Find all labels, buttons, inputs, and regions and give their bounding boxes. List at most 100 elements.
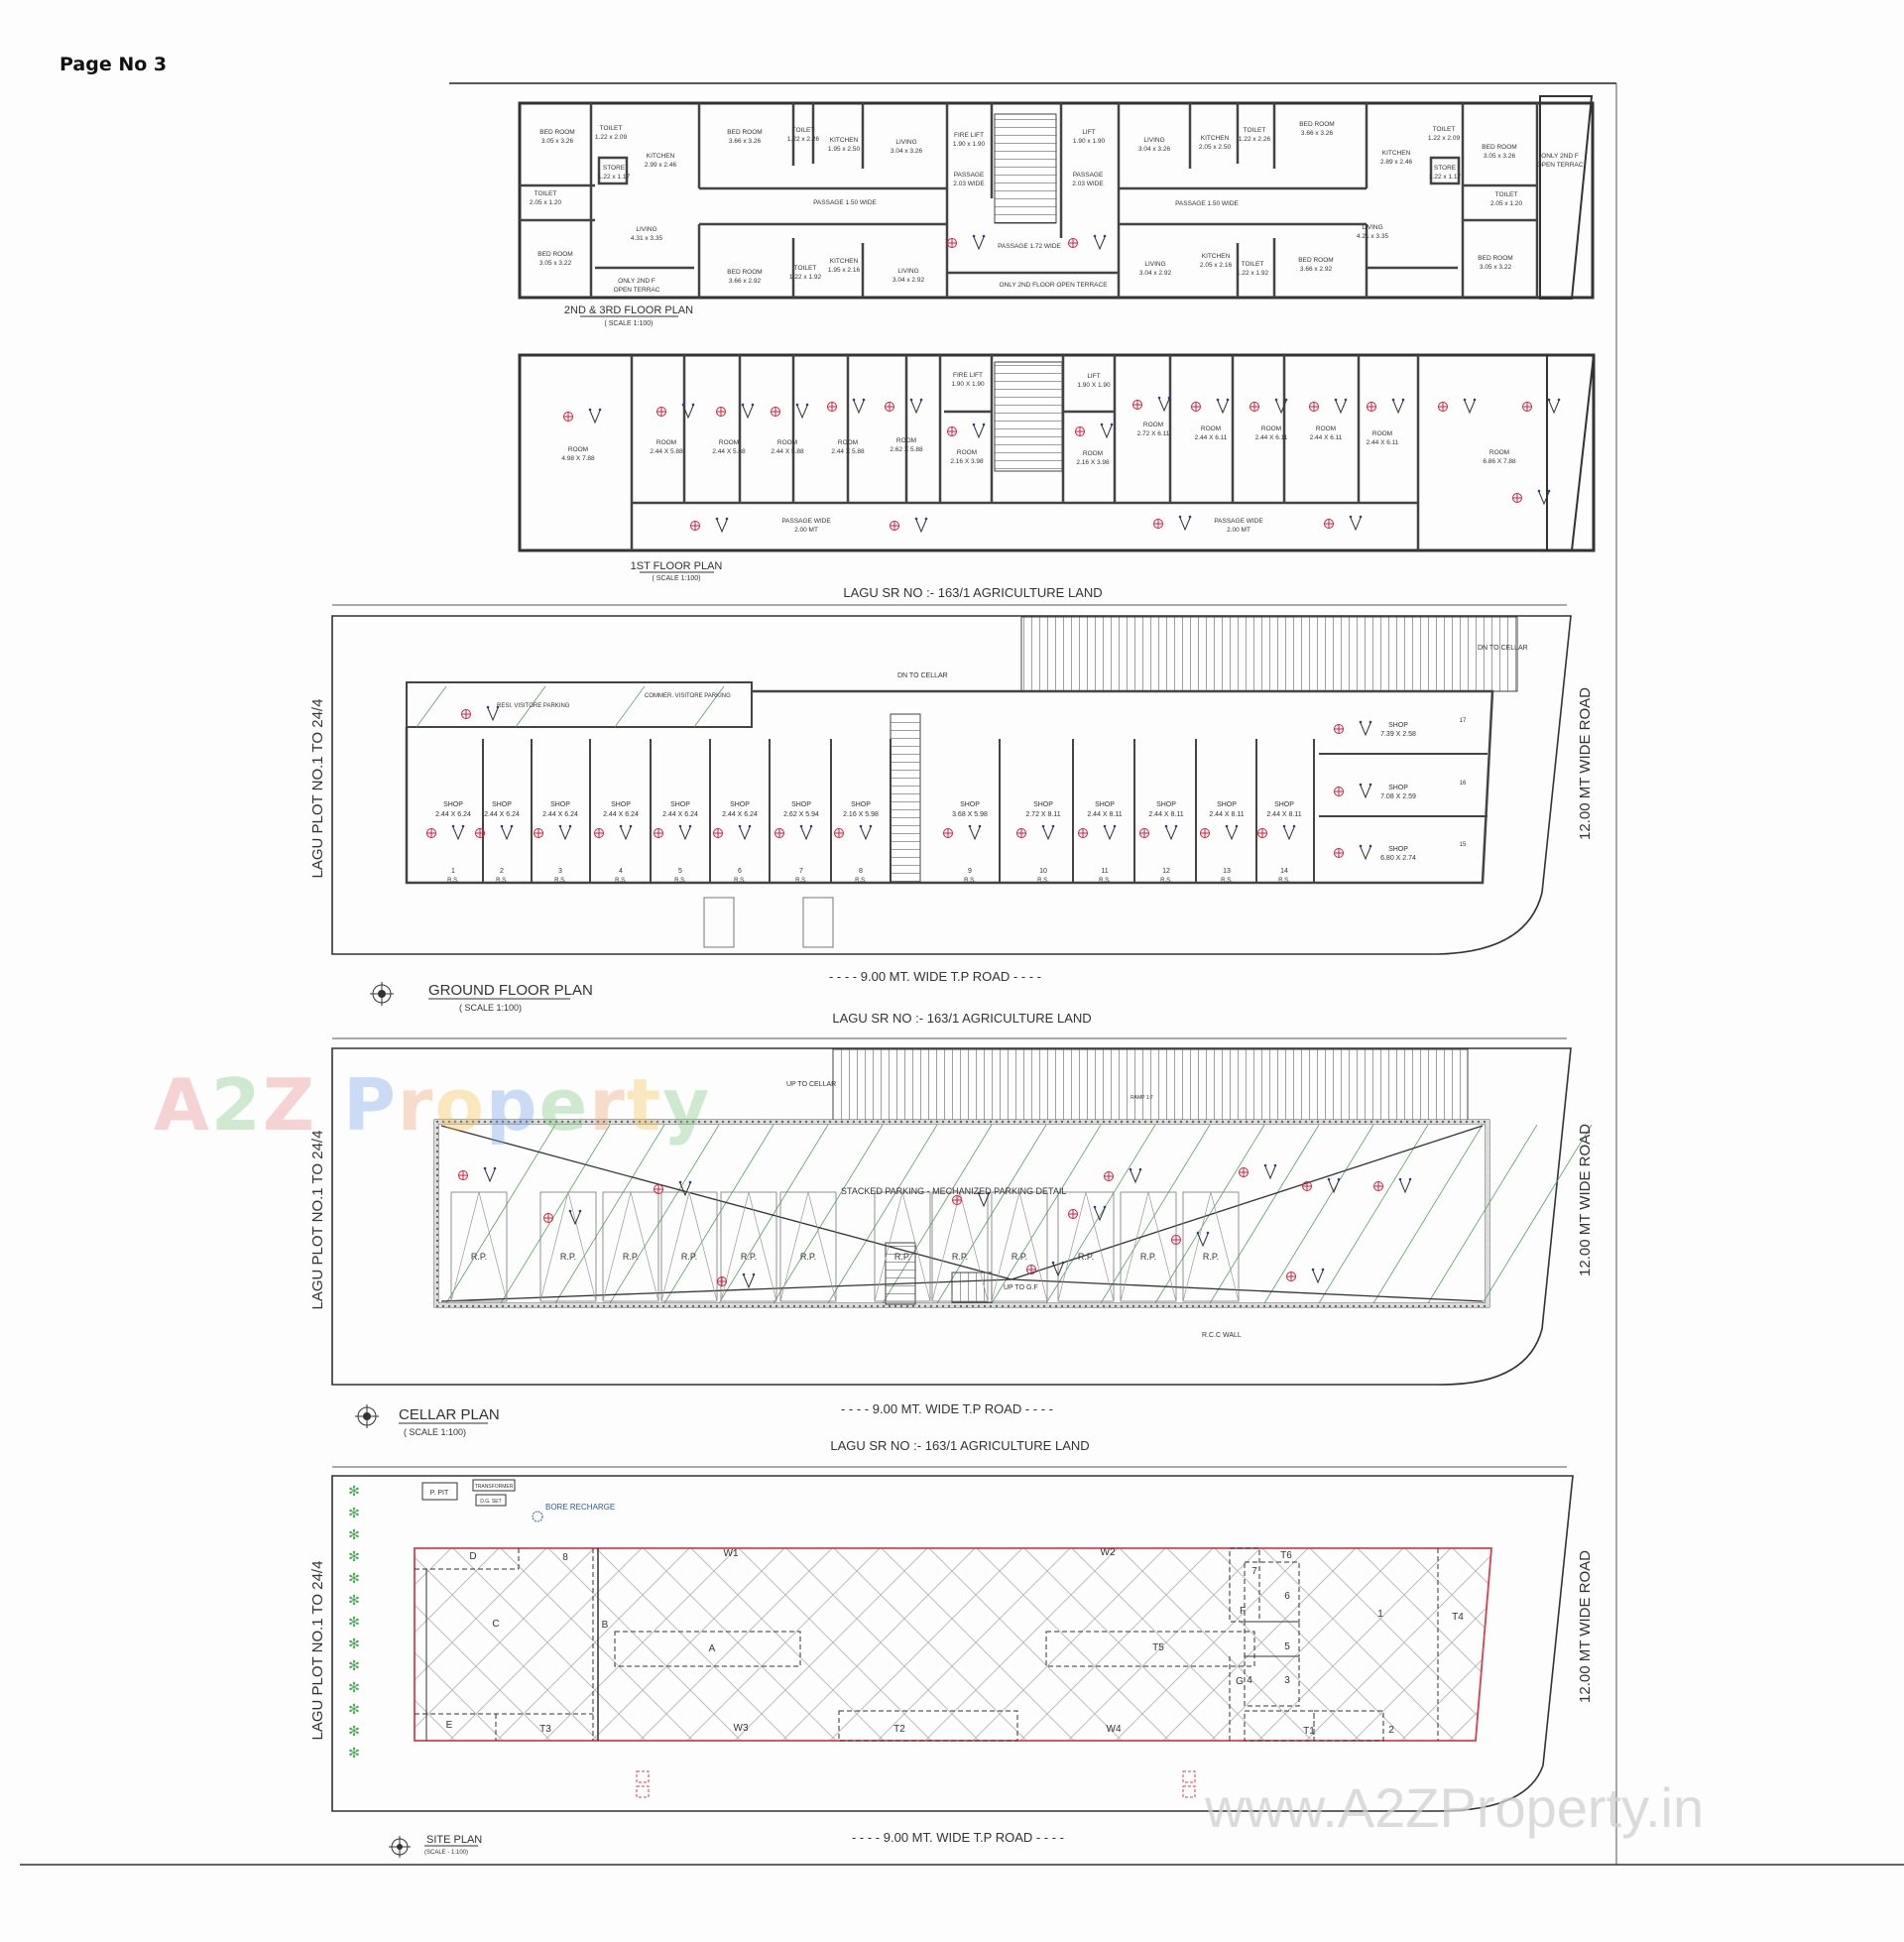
sprinkler-icon (852, 398, 866, 415)
tree-icon: ✻ (348, 1679, 360, 1695)
room-name-label: KITCHEN (1202, 253, 1231, 260)
second-floor-scale: ( SCALE 1:100) (604, 320, 653, 327)
smoke-detector-icon (834, 828, 844, 838)
room-dimension-label: 2.03 WIDE (953, 181, 985, 187)
smoke-detector-icon (716, 407, 726, 417)
room-dimension-label: 2.44 X 5.88 (650, 448, 683, 455)
page-number: Page No 3 (60, 54, 168, 75)
sprinkler-icon (1359, 720, 1372, 737)
sprinkler-icon (738, 824, 752, 841)
room-dimension-label: 1.90 X 1.90 (951, 381, 985, 388)
room-dimension-label: 2.89 x 2.46 (1380, 159, 1413, 166)
room-name-label: ROOM (568, 446, 588, 453)
room-name-label: ROOM (1489, 449, 1509, 456)
room-dimension-label: 4.98 X 7.88 (561, 455, 595, 462)
up-to-gf-label: UP TO G.F (1004, 1284, 1038, 1291)
room-name-label: PASSAGE WIDE (781, 518, 831, 525)
sprinkler-icon (795, 403, 809, 420)
smoke-detector-icon (1334, 848, 1344, 858)
smoke-detector-icon (1286, 1272, 1296, 1281)
room-name-label: ROOM (656, 439, 676, 446)
smoke-detector-icon (1302, 1181, 1312, 1191)
first-floor-room-labels: ROOM 4.98 X 7.88 ROOM 2.44 X 5.88 ROOM 2.44 X… (561, 372, 1561, 534)
room-dimension-label: 1.90 x 1.90 (1073, 138, 1106, 145)
room-name-label: KITCHEN (647, 153, 675, 160)
tree-icon: ✻ (348, 1745, 360, 1760)
watermark-letter: r (397, 1063, 435, 1147)
compass-icon (389, 1836, 411, 1858)
sprinkler-icon (1359, 844, 1372, 861)
commer-parking-label: COMMER. VISITORE PARKING (645, 693, 731, 699)
room-name-label: TOILET (792, 127, 815, 134)
smoke-detector-icon (1016, 828, 1026, 838)
watermark-letter: p (485, 1063, 539, 1147)
room-dimension-label: 1.22 x 1.17 (1429, 174, 1462, 181)
shop-name-label: SHOP (1156, 801, 1176, 808)
parking-bay-label: R.P. (560, 1252, 576, 1262)
room-dimension-label: 2.05 x 1.20 (1490, 200, 1523, 207)
smoke-detector-icon (1522, 402, 1532, 412)
room-dimension-label: 2.00 MT (794, 527, 818, 534)
site-zone-f: F (1240, 1606, 1246, 1617)
site-zone-t3: T3 (539, 1724, 551, 1735)
sprinkler-icon (1129, 1167, 1142, 1184)
room-dimension-label: 3.05 x 3.22 (539, 260, 572, 267)
site-bottom-label: - - - - 9.00 MT. WIDE T.P ROAD - - - - (852, 1830, 1064, 1845)
sprinkler-icon (1463, 398, 1477, 415)
gf-scale: ( SCALE 1:100) (459, 1003, 522, 1013)
gf-bottom-label: - - - - 9.00 MT. WIDE T.P ROAD - - - - (829, 969, 1041, 984)
shop-name-label: SHOP (550, 801, 570, 808)
shop-name-label: SHOP (960, 801, 980, 808)
sprinkler-icon (799, 824, 813, 841)
gf-right-label: 12.00 MT WIDE ROAD (1577, 687, 1594, 840)
parking-bay-label: R.P. (1203, 1252, 1219, 1262)
tree-icon: ✻ (348, 1701, 360, 1717)
room-dimension-label: 6.86 X 7.88 (1483, 458, 1516, 465)
room-dimension-label: 4.31 x 3.35 (631, 235, 663, 242)
shop-number-label: 5 (678, 868, 682, 875)
smoke-detector-icon (426, 828, 436, 838)
tree-icon: ✻ (348, 1526, 360, 1542)
room-dimension-label: 2.44 X 5.88 (831, 448, 865, 455)
cellar-parking-bays: R.P.R.P.R.P.R.P.R.P.R.P.R.P.R.P.R.P.R.P.… (450, 1163, 1412, 1302)
shop-dimension-label: 2.44 X 8.11 (1209, 811, 1244, 818)
parking-bay-label: R.P. (741, 1252, 757, 1262)
site-zone-w2: W2 (1101, 1547, 1116, 1558)
site-zone-a: A (709, 1643, 716, 1654)
watermark-letter: y (662, 1063, 712, 1147)
smoke-detector-icon (1334, 724, 1344, 734)
sprinkler-icon (1164, 824, 1178, 841)
room-name-label: TOILET (794, 265, 817, 272)
sprinkler-icon (500, 824, 514, 841)
site-zone-t5: T5 (1152, 1642, 1164, 1653)
smoke-detector-icon (461, 709, 471, 719)
sprinkler-icon (1093, 234, 1107, 251)
room-dimension-label: 1.22 x 1.92 (789, 274, 822, 281)
smoke-detector-icon (717, 1276, 727, 1286)
rcc-wall-label: R.C.C WALL (1202, 1332, 1242, 1339)
room-name-label: FIRE LIFT (953, 372, 983, 379)
sprinkler-icon (741, 403, 755, 420)
room-dimension-label: 4.21 x 3.35 (1357, 233, 1389, 240)
site-zone-2: 2 (1388, 1725, 1394, 1736)
shop-dimension-label: 7.08 X 2.59 (1380, 793, 1416, 800)
room-name-label: ROOM (1201, 425, 1221, 432)
shop-name-label: SHOP (1388, 846, 1408, 853)
room-dimension-label: 2.44 X 6.11 (1195, 434, 1228, 441)
room-name-label: PASSAGE (1073, 172, 1104, 179)
room-name-label: TOILET (1495, 191, 1518, 198)
sprinkler-icon (1274, 398, 1288, 415)
shop-dimension-label: 2.72 X 8.11 (1025, 811, 1060, 818)
room-dimension-label: 2.03 WIDE (1072, 181, 1104, 187)
parking-bay-label: R.P. (800, 1252, 816, 1262)
tree-icon: ✻ (348, 1570, 360, 1586)
room-name-label: KITCHEN (1201, 135, 1230, 142)
smoke-detector-icon (1171, 1235, 1181, 1245)
room-name-label: ONLY 2ND F (618, 278, 655, 285)
shop-name-label: SHOP (611, 801, 631, 808)
room-name-label: LIVING (1143, 137, 1164, 144)
compass-icon (370, 982, 394, 1006)
room-dimension-label: 1.90 x 1.90 (953, 141, 986, 148)
